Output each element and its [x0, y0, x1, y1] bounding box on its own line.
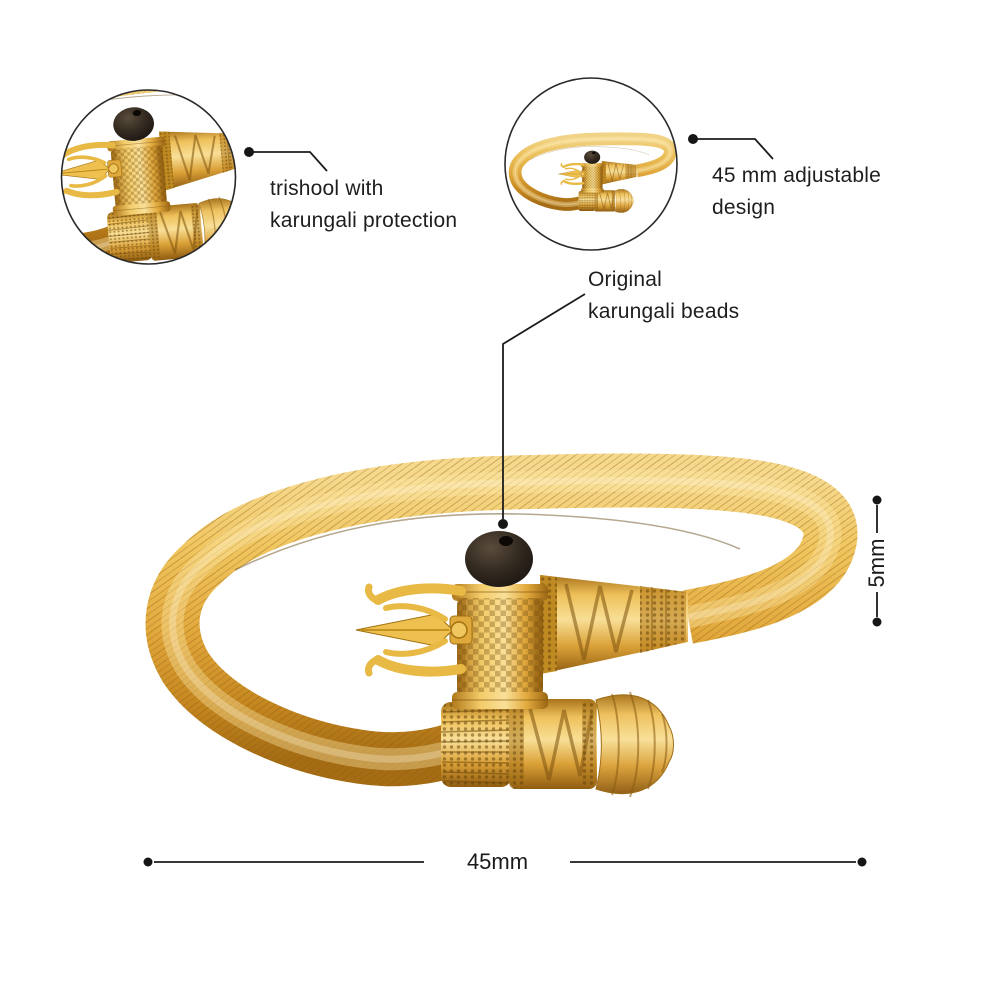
- callout-label-beads-line2: karungali beads: [588, 300, 740, 323]
- dimension-label-width: 45mm: [466, 849, 529, 874]
- callout-label-adjustable: 45 mm adjustable design: [712, 160, 881, 224]
- callout-dot-beads: [498, 519, 508, 529]
- callout-label-trishool: trishool with karungali protection: [270, 173, 457, 237]
- callout-dot-trishool: [244, 147, 254, 157]
- callout-label-beads: Original karungali beads: [588, 264, 739, 328]
- zoom-inset-full-bangle: [504, 77, 678, 251]
- callout-dots: [244, 134, 698, 529]
- callout-label-trishool-line2: karungali protection: [270, 209, 458, 232]
- callout-label-adjustable-line2: design: [712, 196, 776, 219]
- dimension-width: [143, 857, 867, 867]
- callout-line-trishool: [249, 151, 328, 172]
- callout-label-adjustable-line1: 45 mm adjustable: [712, 164, 881, 187]
- callout-line-adjustable: [693, 138, 774, 160]
- dimension-label-thickness: 5mm: [864, 538, 889, 588]
- dimension-thickness: [872, 495, 882, 627]
- callout-line-beads: [502, 293, 586, 519]
- inset-circle-border: [504, 77, 678, 251]
- inset-circle-border: [60, 89, 237, 265]
- callout-lines: [249, 138, 774, 519]
- callout-label-beads-line1: Original: [588, 268, 662, 291]
- callout-dot-adjustable: [688, 134, 698, 144]
- zoom-inset-trishool: [60, 89, 237, 265]
- callout-label-trishool-line1: trishool with: [270, 177, 384, 200]
